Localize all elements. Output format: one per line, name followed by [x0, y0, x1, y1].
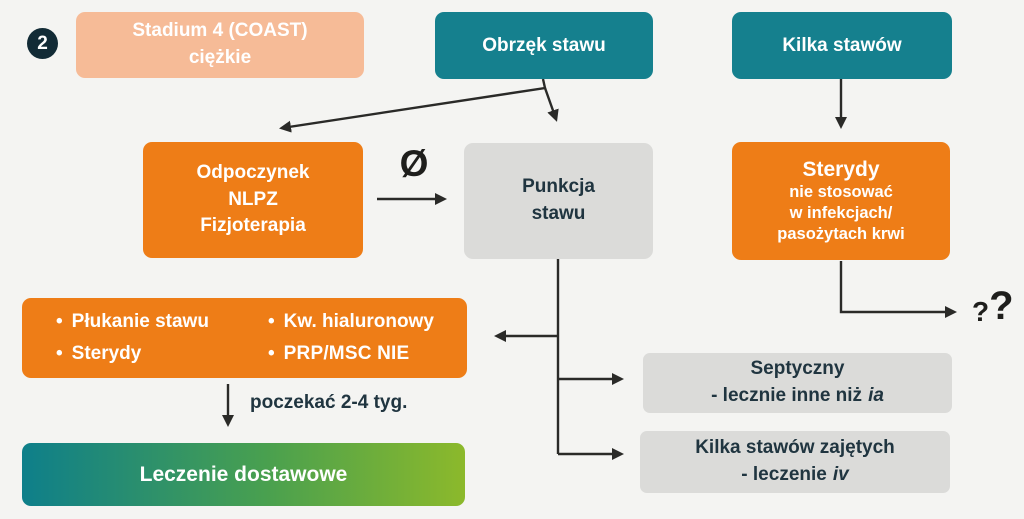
bullet-label-plukanie-stawu: Płukanie stawu	[71, 310, 209, 332]
wait-period-label: poczekać 2-4 tyg.	[250, 392, 408, 413]
node-leczenie-dostawowe: Leczenie dostawowe	[22, 443, 465, 506]
node-treatment-options-list: • Płukanie stawu • Sterydy • Kw. hialuro…	[22, 298, 467, 378]
odpoczynek-line1: Odpoczynek	[196, 161, 310, 183]
node-sterydy-warning: Sterydy nie stosować w infekcjach/ pasoż…	[732, 142, 950, 260]
sterydy-sub3: pasożytach krwi	[777, 225, 905, 244]
node-punkcja-stawu: Punkcja stawu	[464, 143, 653, 259]
kilka-zajetych-line2-text: - leczenie	[741, 464, 827, 485]
list-item: • Płukanie stawu	[56, 309, 268, 336]
obrzek-label: Obrzęk stawu	[482, 34, 606, 56]
empty-set-glyph: Ø	[399, 143, 429, 184]
empty-set-icon: Ø	[394, 143, 434, 185]
kilka-label: Kilka stawów	[782, 34, 902, 56]
bullet-label-prp-msc-nie: PRP/MSC NIE	[283, 342, 410, 364]
bullet-icon: •	[268, 342, 275, 364]
sterydy-sub1: nie stosować	[789, 182, 893, 201]
odpoczynek-line2: NLPZ	[228, 188, 278, 210]
sterydy-title: Sterydy	[802, 157, 880, 181]
stadium-line2: ciężkie	[188, 47, 252, 68]
septyczny-line2-text: - lecznie inne niż	[711, 385, 863, 406]
node-kilka-stawow: Kilka stawów	[732, 12, 952, 79]
septyczny-line2-italic: ia	[868, 385, 884, 406]
kilka-zajetych-line1: Kilka stawów zajętych	[695, 437, 895, 459]
bullet-label-sterydy: Sterydy	[71, 342, 142, 364]
stadium-line1: Stadium 4 (COAST)	[132, 20, 308, 42]
bullet-icon: •	[268, 310, 275, 332]
list-item: • PRP/MSC NIE	[268, 341, 434, 368]
punkcja-line2: stawu	[531, 203, 586, 224]
connector-obrzek-to-odpoczynek	[279, 78, 547, 133]
step-number: 2	[37, 32, 48, 54]
bullet-icon: •	[56, 342, 63, 364]
septyczny-line1: Septyczny	[750, 358, 845, 380]
odpoczynek-line3: Fizjoterapia	[200, 215, 306, 237]
list-item: • Sterydy	[56, 341, 268, 368]
sterydy-sub2: w infekcjach/	[789, 204, 893, 223]
node-stadium-4-coast: Stadium 4 (COAST) ciężkie	[76, 12, 364, 78]
question-mark-small: ?	[972, 296, 990, 327]
question-mark-large: ?	[989, 284, 1014, 328]
punkcja-line1: Punkcja	[522, 176, 595, 198]
kilka-zajetych-line2-italic: iv	[832, 464, 849, 485]
question-marks: ? ?	[972, 282, 1014, 326]
bullet-label-kw-hialuronowy: Kw. hialuronowy	[283, 310, 434, 332]
step-number-badge: 2	[27, 28, 58, 59]
leczenie-label: Leczenie dostawowe	[139, 462, 348, 486]
node-obrzek-stawu: Obrzęk stawu	[435, 12, 653, 79]
node-odpoczynek-nlpz-fizjoterapia: Odpoczynek NLPZ Fizjoterapia	[143, 142, 363, 258]
connector-sterydy-to-question	[839, 261, 957, 318]
list-item: • Kw. hialuronowy	[268, 309, 434, 336]
bullet-icon: •	[56, 310, 63, 332]
connector-obrzek-to-punkcja	[543, 87, 559, 122]
